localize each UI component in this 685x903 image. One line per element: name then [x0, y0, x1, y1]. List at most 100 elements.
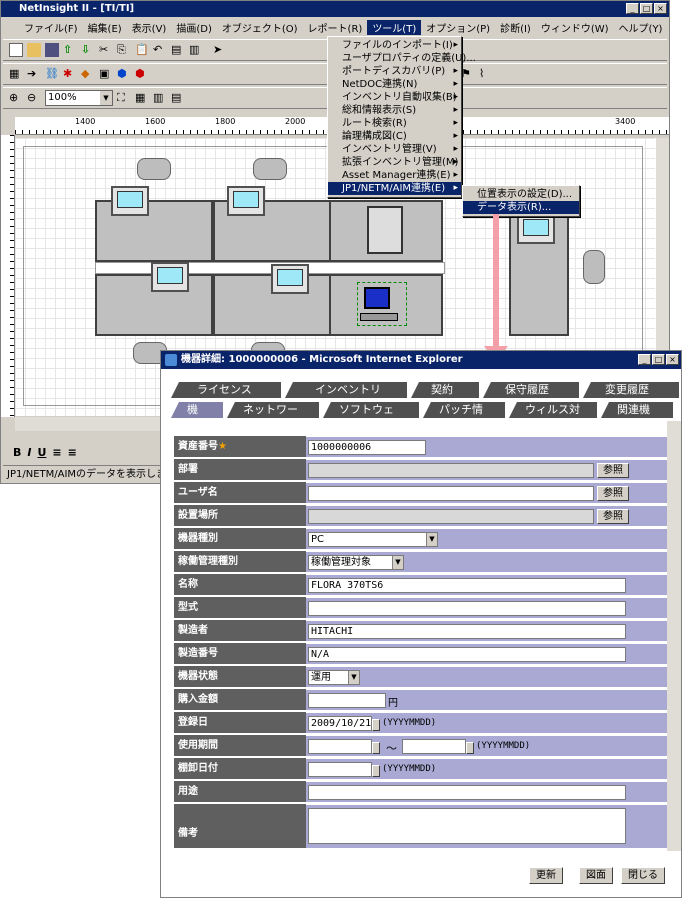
columns-icon[interactable]: ▥: [153, 91, 164, 104]
table-icon[interactable]: ▦: [135, 91, 146, 104]
model-input[interactable]: [308, 601, 626, 616]
tab-license[interactable]: ライセンス: [171, 382, 281, 398]
align-left-icon[interactable]: ≡: [52, 445, 62, 459]
tab-contract[interactable]: 契約: [411, 382, 479, 398]
tab-network[interactable]: ネットワーク: [227, 402, 319, 418]
calendar-button[interactable]: [372, 742, 380, 754]
tab-antivirus[interactable]: ウィルス対策: [509, 402, 597, 418]
matrix-icon[interactable]: ▣: [99, 67, 110, 80]
calendar-button[interactable]: [372, 719, 380, 731]
monitor[interactable]: [151, 262, 189, 292]
calendar-button[interactable]: [466, 742, 474, 754]
paste-icon[interactable]: 📋: [135, 43, 149, 56]
menu-item-inventory-auto[interactable]: インベントリ自動収集(B): [328, 91, 461, 104]
copy-icon[interactable]: ⎘: [117, 43, 126, 56]
tab-maintenance-history[interactable]: 保守履歴: [483, 382, 579, 398]
grid-icon[interactable]: ▦: [9, 67, 20, 80]
monitor[interactable]: [517, 214, 555, 244]
close-button[interactable]: ×: [654, 3, 667, 14]
arrow-right-icon[interactable]: ➔: [27, 67, 37, 80]
chair[interactable]: [583, 250, 605, 284]
menu-report[interactable]: レポート(R): [307, 23, 363, 35]
menu-item-port-discovery[interactable]: ポートディスカバリ(P): [328, 65, 461, 78]
menu-help[interactable]: ヘルプ(Y): [618, 23, 663, 35]
zoom-in-icon[interactable]: ⊕: [9, 91, 19, 104]
flag-icon[interactable]: ⚑: [461, 67, 471, 80]
name-input[interactable]: FLORA 370TS6: [308, 578, 626, 593]
close-dialog-button[interactable]: 閉じる: [621, 867, 665, 884]
menu-item-position-settings[interactable]: 位置表示の設定(D)...: [477, 189, 573, 200]
menu-window[interactable]: ウィンドウ(W): [540, 23, 609, 35]
serial-number-input[interactable]: N/A: [308, 647, 626, 662]
ie-vertical-scrollbar[interactable]: [667, 421, 681, 851]
floor-plan-canvas[interactable]: [15, 138, 669, 416]
horizontal-scrollbar[interactable]: [15, 417, 169, 431]
menu-item-summary-info[interactable]: 総和情報表示(S): [328, 104, 461, 117]
menu-item-import[interactable]: ファイルのインポート(I): [328, 39, 461, 52]
username-lookup-button[interactable]: 参照: [597, 486, 629, 501]
drawing-button[interactable]: 図面: [579, 867, 613, 884]
inventory-date-input[interactable]: [308, 762, 372, 777]
department-input[interactable]: [308, 463, 594, 478]
minimize-button[interactable]: _: [626, 3, 639, 14]
tab-device[interactable]: 機器: [171, 402, 223, 418]
menu-tools[interactable]: ツール(T): [367, 19, 422, 35]
chair[interactable]: [253, 158, 287, 180]
location-input[interactable]: [308, 509, 594, 524]
menu-item-netdoc[interactable]: NetDOC連携(N): [328, 78, 461, 91]
menu-object[interactable]: オブジェクト(O): [221, 23, 298, 35]
menu-item-logical-diagram[interactable]: 論理構成図(C): [328, 130, 461, 143]
menu-edit[interactable]: 編集(E): [87, 23, 122, 35]
chair[interactable]: [137, 158, 171, 180]
tab-software[interactable]: ソフトウェア: [323, 402, 419, 418]
tab-inventory[interactable]: インベントリ: [285, 382, 407, 398]
tab-change-history[interactable]: 変更履歴: [583, 382, 679, 398]
registration-date-input[interactable]: 2009/10/21: [308, 716, 372, 731]
monitor[interactable]: [271, 264, 309, 294]
tab-patch-info[interactable]: パッチ情報: [423, 402, 505, 418]
menu-item-route-search[interactable]: ルート検索(R): [328, 117, 461, 130]
menu-item-user-property[interactable]: ユーザプロパティの定義(U)...: [342, 53, 476, 64]
operation-type-select[interactable]: 稼働管理対象▼: [308, 555, 404, 570]
network-icon[interactable]: ⛓: [45, 67, 59, 80]
remarks-textarea[interactable]: [308, 808, 626, 844]
cut-icon[interactable]: ✂: [99, 43, 109, 56]
menu-diagnose[interactable]: 診断(I): [500, 23, 531, 35]
star-icon[interactable]: ✱: [63, 67, 73, 80]
upload-icon[interactable]: ⇧: [63, 43, 73, 56]
monitor[interactable]: [111, 186, 149, 216]
cable-icon[interactable]: ⌇: [479, 67, 485, 80]
menu-file[interactable]: ファイル(F): [24, 23, 78, 35]
device-status-select[interactable]: 運用▼: [308, 670, 360, 685]
ie-close-button[interactable]: ×: [666, 354, 679, 365]
download-icon[interactable]: ⇩: [81, 43, 91, 56]
menu-item-data-display[interactable]: データ表示(R)...: [463, 201, 579, 214]
open-icon[interactable]: [27, 43, 41, 57]
server-tower[interactable]: [367, 206, 403, 254]
manufacturer-input[interactable]: HITACHI: [308, 624, 626, 639]
department-lookup-button[interactable]: 参照: [597, 463, 629, 478]
menu-item-inventory-mgmt[interactable]: インベントリ管理(V): [328, 143, 461, 156]
diamond-icon[interactable]: ◆: [81, 67, 90, 80]
new-icon[interactable]: [9, 43, 23, 57]
menu-options[interactable]: オプション(P): [426, 23, 491, 35]
ie-maximize-button[interactable]: □: [652, 354, 665, 365]
ie-minimize-button[interactable]: _: [638, 354, 651, 365]
menu-item-asset-manager[interactable]: Asset Manager連携(E): [328, 169, 461, 182]
italic-button[interactable]: I: [27, 445, 32, 459]
undo-icon[interactable]: ↶: [153, 43, 163, 56]
location-lookup-button[interactable]: 参照: [597, 509, 629, 524]
fit-icon[interactable]: ⛶: [117, 91, 125, 104]
calendar-button[interactable]: [372, 765, 380, 777]
monitor[interactable]: [227, 186, 265, 216]
username-input[interactable]: [308, 486, 594, 501]
vertical-scrollbar[interactable]: [655, 138, 669, 416]
menu-draw[interactable]: 描画(D): [176, 23, 212, 35]
purpose-input[interactable]: [308, 785, 626, 800]
usage-start-input[interactable]: [308, 739, 372, 754]
menu-view[interactable]: 表示(V): [131, 23, 167, 35]
align-center-icon[interactable]: ≡: [67, 445, 77, 459]
asset-number-input[interactable]: 1000000006: [308, 440, 426, 455]
purchase-price-input[interactable]: [308, 693, 386, 708]
device-type-select[interactable]: PC▼: [308, 532, 438, 547]
